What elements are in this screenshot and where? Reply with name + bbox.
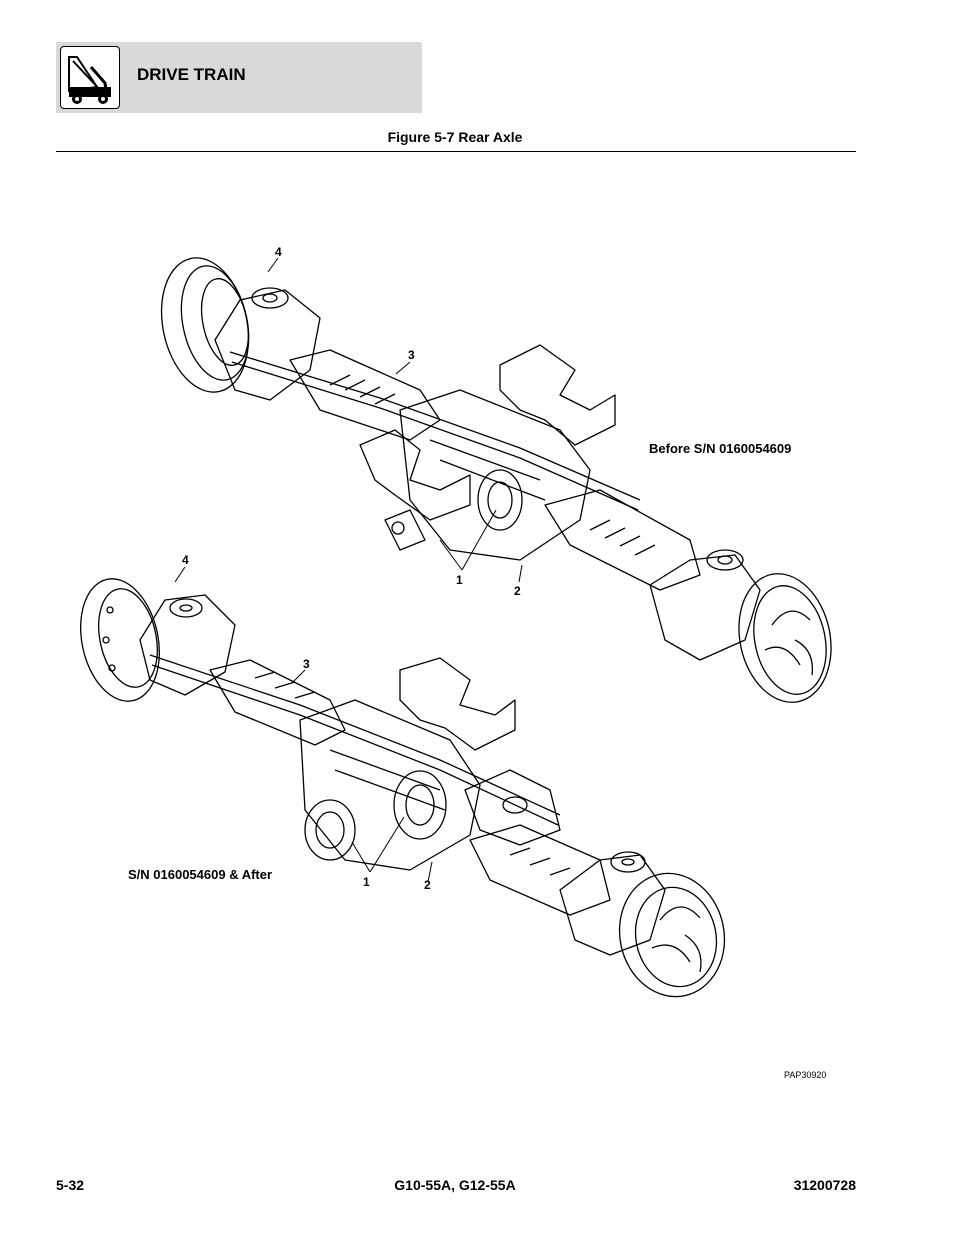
section-title: DRIVE TRAIN (137, 65, 246, 84)
lower-axle-label: S/N 0160054609 & After (128, 867, 273, 882)
upper-axle-label: Before S/N 0160054609 (649, 441, 792, 456)
figure-title: Figure 5-7 Rear Axle (387, 129, 523, 145)
callout-4-upper: 4 (275, 245, 282, 259)
callout-4-lower: 4 (182, 553, 189, 567)
callout-2-lower: 2 (424, 878, 431, 892)
callout-2-upper: 2 (514, 584, 521, 598)
lift-truck-icon (60, 46, 120, 109)
document-number: 31200728 (793, 1177, 856, 1193)
callout-1-upper: 1 (456, 573, 463, 587)
callout-1-lower: 1 (363, 875, 370, 889)
callout-3-upper: 3 (408, 348, 415, 362)
figure-code: PAP30920 (784, 1070, 827, 1080)
callout-3-lower: 3 (303, 657, 310, 671)
page-number: 5-32 (56, 1177, 85, 1193)
lower-axle-drawing (80, 578, 726, 998)
callout-leaders (174, 257, 523, 883)
model-numbers: G10-55A, G12-55A (394, 1177, 516, 1193)
header-rule (56, 151, 856, 152)
upper-axle-drawing (160, 257, 832, 703)
